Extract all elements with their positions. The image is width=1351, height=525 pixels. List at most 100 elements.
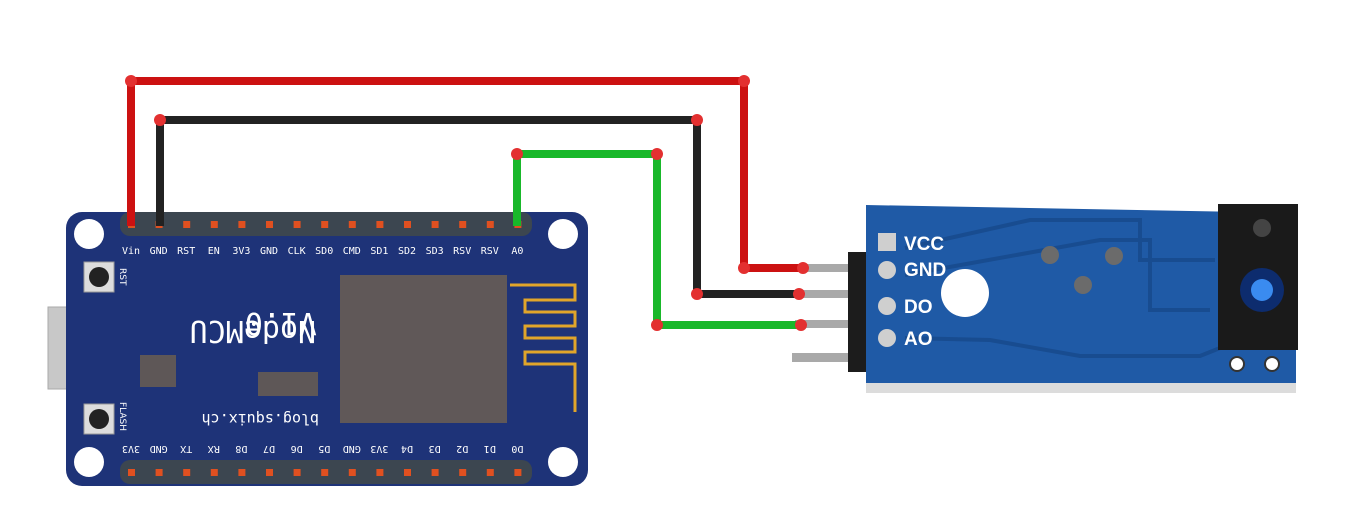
top-pin-label: CLK [288,246,306,257]
top-pin-label: SD2 [398,246,416,257]
bottom-pin-label: D2 [456,443,468,454]
top-pin-label: RSV [453,246,471,257]
bottom-pin-6 [293,469,301,476]
solder-pad [1074,276,1092,294]
bottom-pin-label: 3V3 [370,443,388,454]
bottom-pin-2 [183,469,191,476]
pad-ao [878,329,896,347]
top-pin-label: RST [177,246,195,257]
bottom-pin-0 [128,469,135,476]
top-pin-10 [404,221,411,228]
junction-dot [651,319,663,331]
bottom-pin-label: D1 [484,443,496,454]
pcb-antenna [510,283,577,412]
bottom-pin-12 [459,469,467,476]
top-pin-12 [459,221,467,228]
bottom-pin-10 [404,469,411,476]
top-pin-7 [321,221,329,228]
top-pin-2 [183,221,191,228]
top-pin-4 [238,221,246,228]
sensor-trace [904,238,1210,312]
top-pin-label: SD3 [426,246,444,257]
bottom-pin-label: D8 [235,443,247,454]
sensor-pin-do [795,320,866,328]
junction-dot [691,288,703,300]
sensor-leg-pad [1229,356,1245,372]
sensor-pin-label-do: DO [904,297,933,318]
bottom-pin-8 [348,469,356,476]
top-pin-label: SD1 [370,246,388,257]
top-pin-label: A0 [511,246,523,257]
junction-dot [511,148,523,160]
junction-dot [795,319,807,331]
rst-label: RST [117,268,127,286]
sensor-pin-label-vcc: VCC [904,234,944,255]
junction-dot [651,148,663,160]
top-pin-5 [266,221,273,228]
top-pin-label: SD0 [315,246,333,257]
junction-dot [797,262,809,274]
bottom-pin-9 [376,469,384,476]
solder-pad [1041,246,1059,264]
mounting-hole [548,219,578,249]
sensor-pin-vcc [802,264,866,272]
ir-sensor-module: VCC GND DO AO [792,204,1298,393]
junction-dot [154,114,166,126]
sensor-pin-label-ao: AO [904,329,933,350]
wires [125,75,809,331]
board-name: NodeMCU [190,313,316,348]
sensor-pcb [866,205,1296,393]
sensor-pcb-edge [866,383,1296,393]
bottom-pin-label: TX [180,443,192,454]
bottom-pin-4 [238,469,246,476]
flash-button-cap [89,409,109,429]
mounting-hole [74,447,104,477]
bottom-pin-11 [431,469,439,476]
bottom-pin-label: GND [343,443,361,454]
junction-dot [738,75,750,87]
sensor-pin-label-gnd: GND [904,260,946,281]
junction-dot [738,262,750,274]
ir-receiver-lens [1251,279,1273,301]
mounting-hole [548,447,578,477]
top-pin-11 [431,221,439,228]
sensor-pin-ao [792,353,866,362]
top-pin-8 [348,221,356,228]
top-pin-3 [210,221,218,228]
esp8266-module [340,275,507,423]
top-pin-label: CMD [343,246,361,257]
pad-gnd [878,261,896,279]
sensor-mounting-hole [941,269,989,317]
sensor-trace [904,218,1215,262]
board-website: blog.squix.ch [202,410,319,428]
rst-button-cap [89,267,109,287]
bottom-pin-3 [210,469,218,476]
sensor-header-base [848,252,866,372]
pad-vcc [878,233,896,251]
bottom-pin-label: D0 [511,443,523,454]
top-pin-label: 3V3 [232,246,250,257]
bottom-pin-label: D3 [429,443,441,454]
top-pin-label: GND [260,246,278,257]
usb-serial-chip [258,372,318,396]
top-pin-6 [293,221,301,228]
top-pin-label: RSV [481,246,499,257]
bottom-pin-14 [514,469,522,476]
bottom-pin-label: D5 [318,443,330,454]
bottom-pin-label: RX [208,443,220,454]
sensor-trace [904,336,1241,358]
board-version: V1.0 [245,305,317,340]
bottom-pin-label: D6 [291,443,303,454]
top-pin-13 [486,221,494,228]
top-pin-label: EN [208,246,220,257]
ir-emitter-icon [1253,219,1271,237]
bottom-pin-1 [155,469,163,476]
junction-dot [793,288,805,300]
bottom-pin-label: D7 [263,443,275,454]
bottom-pin-label: D4 [401,443,413,454]
top-pin-9 [376,221,384,228]
sensor-pin-gnd [795,290,866,298]
flash-label: FLASH [117,402,127,431]
